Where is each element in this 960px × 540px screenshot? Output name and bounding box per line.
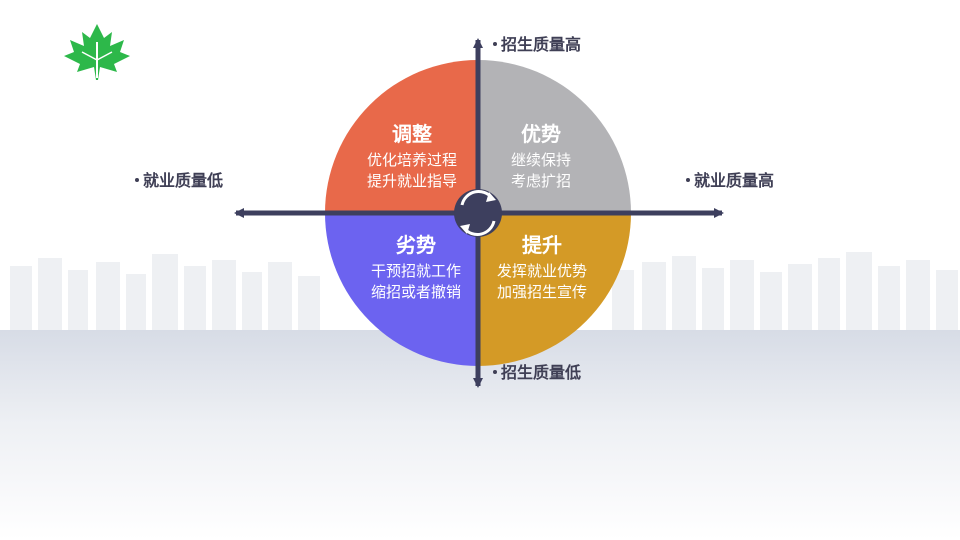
axis-top-bullet <box>493 42 497 46</box>
quadrant-adjust <box>325 60 478 213</box>
quadrant-adjust-line-2: 提升就业指导 <box>367 172 457 190</box>
quadrant-advantage-line-2: 考虑扩招 <box>511 172 571 190</box>
quadrant-disadvantage <box>325 213 478 366</box>
axis-left-label: 就业质量低 <box>143 171 223 190</box>
quadrant-adjust-title: 调整 <box>392 122 432 146</box>
quadrant-adjust-line-1: 优化培养过程 <box>367 151 457 169</box>
quadrant-advantage <box>478 60 631 213</box>
quadrant-improve-line-2: 加强招生宣传 <box>497 283 587 301</box>
quadrant-improve-line-1: 发挥就业优势 <box>497 262 587 280</box>
cycle-arrows-icon <box>454 189 502 237</box>
axis-bottom-bullet <box>493 370 497 374</box>
quadrant-advantage-title: 优势 <box>521 122 561 146</box>
quadrant-disadvantage-title: 劣势 <box>396 233 436 257</box>
quadrant-disadvantage-line-2: 缩招或者撤销 <box>371 283 461 301</box>
quadrant-improve-title: 提升 <box>522 233 562 257</box>
axis-bottom-label: 招生质量低 <box>501 363 581 382</box>
quadrant-improve <box>478 213 631 366</box>
axis-left-bullet <box>135 178 139 182</box>
quadrant-advantage-line-1: 继续保持 <box>511 151 571 169</box>
axis-right-label: 就业质量高 <box>694 171 774 190</box>
maple-leaf-icon <box>64 24 130 80</box>
quadrant-disadvantage-line-1: 干预招就工作 <box>371 262 461 280</box>
axis-top-label: 招生质量高 <box>501 35 581 54</box>
axis-right-bullet <box>686 178 690 182</box>
